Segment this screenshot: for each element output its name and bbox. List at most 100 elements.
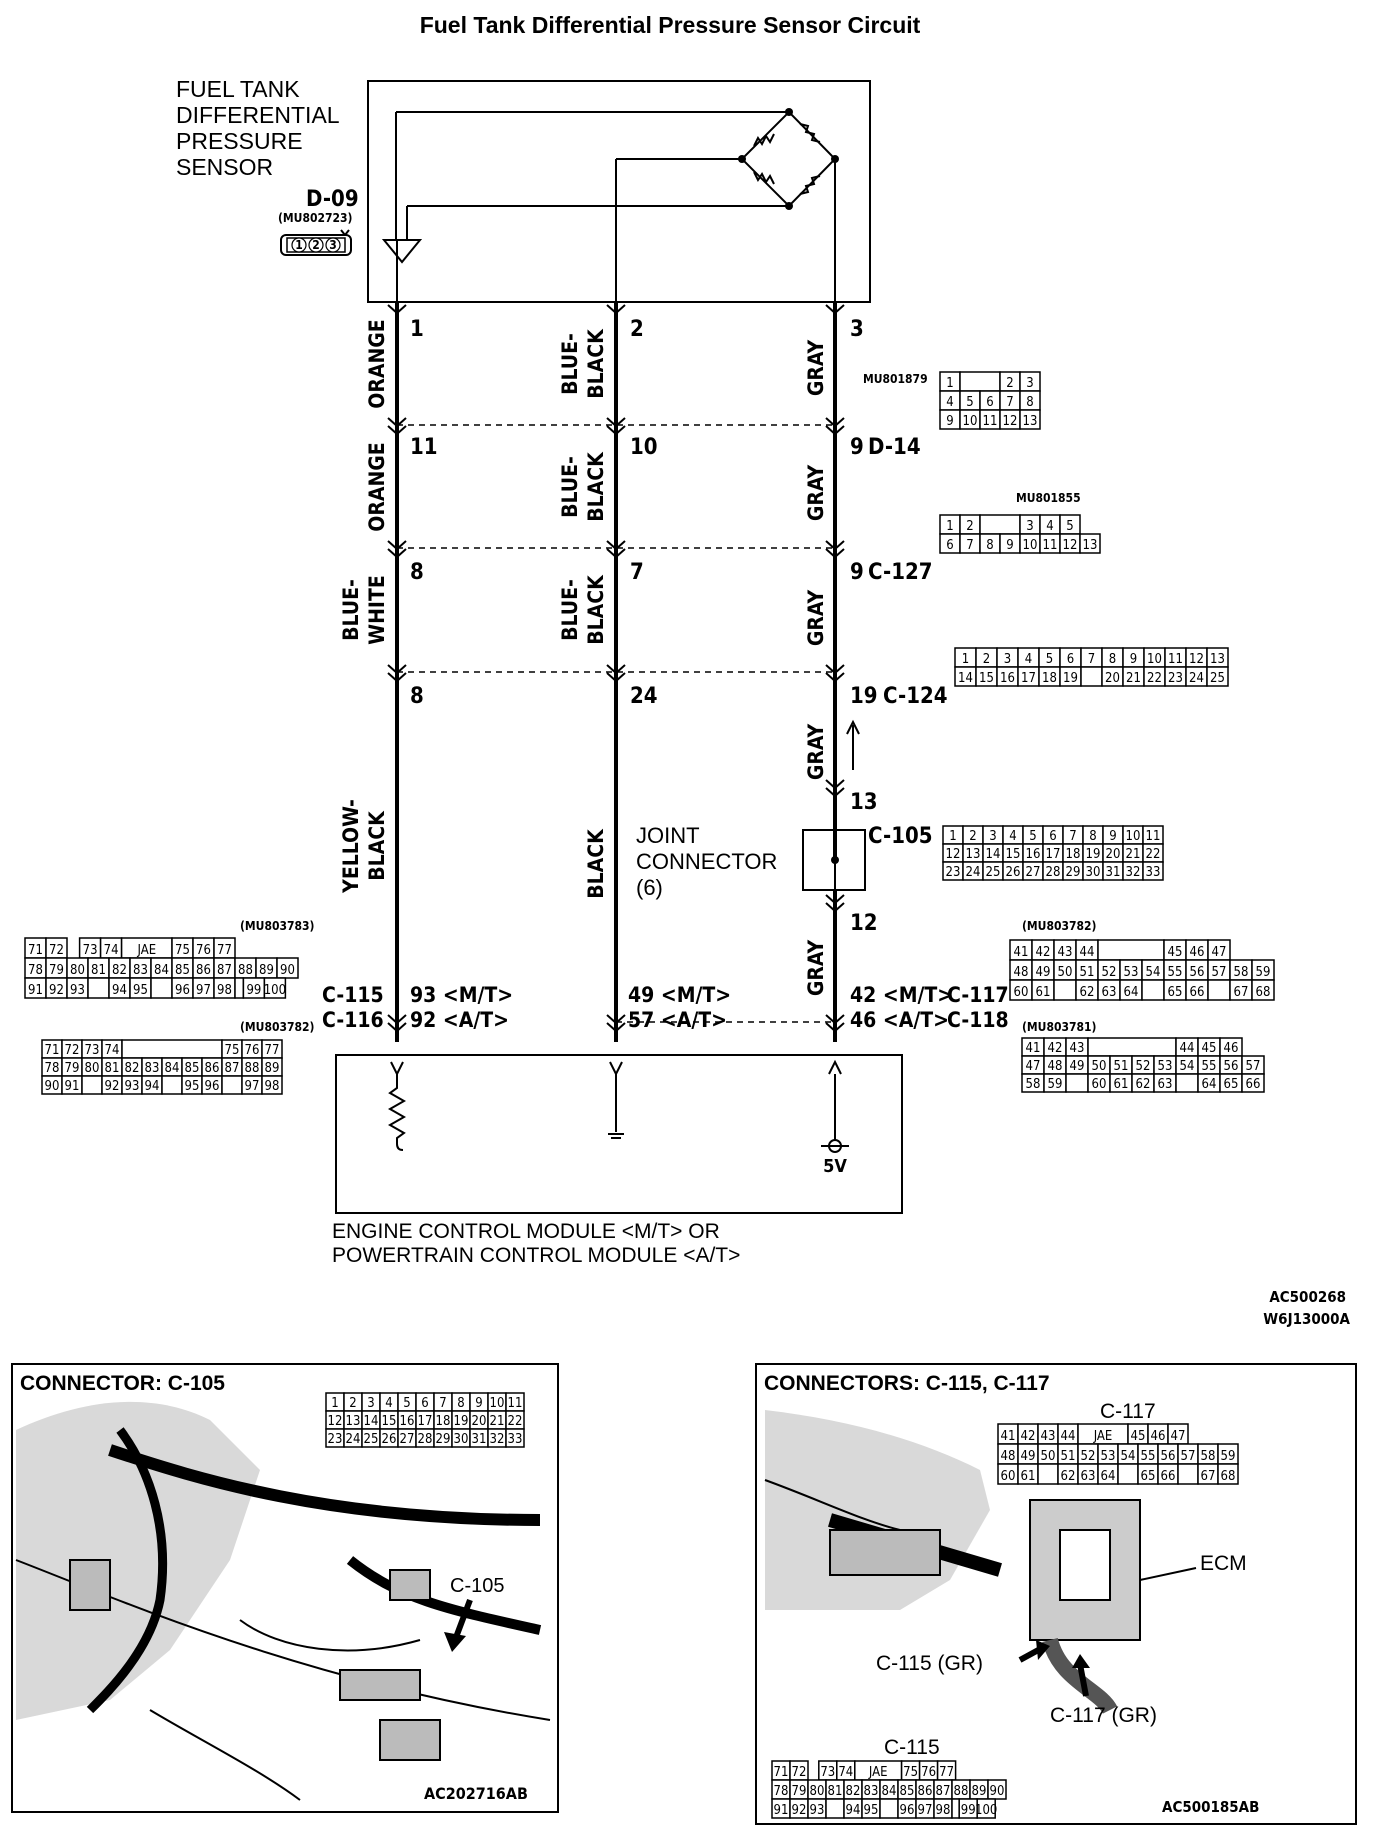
- connector-pin-cell: [87, 977, 110, 999]
- connector-pin-number: 4: [1046, 519, 1053, 534]
- connector-pin-number: 97: [918, 1803, 933, 1818]
- connector-pin-number: 73: [820, 1765, 835, 1780]
- connector-pin-number: 74: [104, 943, 119, 958]
- connector-pin-number: 81: [91, 963, 106, 978]
- connector-id-c105: C-105: [868, 824, 933, 849]
- ecm-pin-label: 42 <M/T>: [850, 983, 953, 1007]
- connector-dash-lines: [397, 424, 835, 1023]
- callout-c105: C-105: [450, 1575, 504, 1597]
- connector-pin-number: 28: [1046, 865, 1061, 880]
- connector-pin-number: 1: [331, 1396, 338, 1411]
- connector-pin-cell: [951, 1798, 960, 1819]
- connector-pin-number: 73: [85, 1043, 100, 1058]
- connector-pin-number: 96: [175, 983, 190, 998]
- connector-pin-number: 25: [1210, 671, 1225, 686]
- connector-pin-number: 60: [1092, 1077, 1107, 1092]
- connector-pin-number: 75: [903, 1765, 918, 1780]
- connector-pin-number: 87: [225, 1061, 240, 1076]
- connector-pin-number: 53: [1158, 1059, 1173, 1074]
- connector-pin-number: 63: [1102, 985, 1117, 1000]
- connector-pin-number: 63: [1081, 1469, 1096, 1484]
- connector-pin-number: 92: [105, 1079, 120, 1094]
- connector-pin-number: 17: [1046, 847, 1061, 862]
- wire-color-label: ORANGE: [365, 442, 389, 531]
- connector-pin-number: 54: [1146, 965, 1161, 980]
- connector-pin-number: 4: [385, 1396, 392, 1411]
- connector-pin-number: 13: [1083, 538, 1098, 553]
- connector-pin-number: 75: [175, 943, 190, 958]
- connector-pin-number: 11: [1146, 829, 1161, 844]
- connector-pin-number: 71: [45, 1043, 60, 1058]
- connector-pin-number: 24: [346, 1432, 361, 1447]
- harness-photo: [15, 1401, 551, 1801]
- wire-color-label: BLACK: [584, 828, 608, 899]
- wire-color-label: BLUE-: [558, 456, 582, 518]
- connector-pin-number: 41: [1014, 945, 1029, 960]
- connector-pin-number: 10: [963, 414, 978, 429]
- connector-pin-number: 98: [936, 1803, 951, 1818]
- connector-pin-number: 100: [264, 983, 286, 998]
- connector-pin-number: 81: [828, 1784, 843, 1799]
- connector-pin-number: 23: [1168, 671, 1183, 686]
- connector-pin-number: 56: [1190, 965, 1205, 980]
- connector-pin-cell: [81, 1075, 103, 1095]
- ecm-connector-id: C-115: [322, 983, 384, 1007]
- connector-pin-number: 82: [846, 1784, 861, 1799]
- connector-pin-number: 29: [1066, 865, 1081, 880]
- connector-pin-number: 9: [475, 1396, 482, 1411]
- connector-pin-number: 51: [1080, 965, 1095, 980]
- connector-pin-number: 75: [225, 1043, 240, 1058]
- connector-pin-number: 91: [28, 983, 43, 998]
- connector-pin-number: 6: [1049, 829, 1056, 844]
- grid-title-c117: C-117: [1100, 1400, 1156, 1423]
- connector-pin-number: 67: [1201, 1469, 1216, 1484]
- connector-pin-number: 78: [28, 963, 43, 978]
- connector-pin-number: 89: [972, 1784, 987, 1799]
- connector-pin-cell: [1019, 409, 1041, 430]
- connector-pin-number: 12: [1189, 652, 1204, 667]
- connector-pin-number: 78: [45, 1061, 60, 1076]
- ecm-pin-label: 93 <M/T>: [410, 983, 513, 1007]
- pin-number: 11: [410, 435, 438, 460]
- figure-code: AC500268: [1269, 1288, 1346, 1306]
- connector-pin-number: 55: [1141, 1449, 1156, 1464]
- connector-pin-cell: [505, 1428, 525, 1448]
- connector-pin-number: 6: [986, 395, 993, 410]
- connector-pin-number: 64: [1202, 1077, 1217, 1092]
- connector-pin-number: 90: [990, 1784, 1005, 1799]
- connector-pin-number: 73: [83, 943, 98, 958]
- pin-number: 10: [630, 435, 658, 460]
- connector-pin-number: 9: [946, 414, 953, 429]
- connector-pin-number: 30: [454, 1432, 469, 1447]
- connector-pin-number: 12: [328, 1414, 343, 1429]
- connector-pin-number: 20: [1106, 847, 1121, 862]
- connector-pin-number: 62: [1136, 1077, 1151, 1092]
- connector-pin-number: 19: [454, 1414, 469, 1429]
- connector-pin-number: 47: [1026, 1059, 1041, 1074]
- connector-pin-number: 74: [105, 1043, 120, 1058]
- connector-pin-number: 71: [774, 1765, 789, 1780]
- ecm-pin-label: 46 <A/T>: [850, 1008, 949, 1032]
- connector-pin-number: JAE: [1093, 1429, 1113, 1444]
- panel-figure-code: AC500185AB: [1162, 1798, 1259, 1816]
- connector-pin-number: 77: [265, 1043, 280, 1058]
- connector-pin-number: 13: [1023, 414, 1038, 429]
- connector-pin-cell: [263, 977, 287, 999]
- connector-pin-number: 14: [364, 1414, 379, 1429]
- connector-pin-number: 3: [1026, 519, 1033, 534]
- connector-pin-number: 57: [1212, 965, 1227, 980]
- connector-pin-number: 8: [1089, 829, 1096, 844]
- connector-pin-number: 15: [382, 1414, 397, 1429]
- connector-pin-number: 7: [1069, 829, 1076, 844]
- connector-pin-number: 45: [1131, 1429, 1146, 1444]
- connector-pin-cell: [979, 514, 1021, 535]
- connector-pin-number: 78: [774, 1784, 789, 1799]
- connector-pin-number: 50: [1058, 965, 1073, 980]
- pin-number: 24: [630, 684, 658, 709]
- joint-connector: JOINT CONNECTOR (6): [636, 823, 866, 900]
